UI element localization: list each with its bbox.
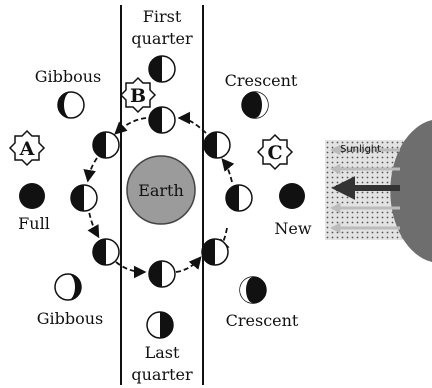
crescent-top-moon-icon [241, 91, 269, 119]
marker-c-label: C [267, 142, 282, 164]
orbit-moon [225, 184, 253, 212]
full-moon-icon [19, 183, 45, 209]
sunlight-label: Sunlight [340, 144, 381, 155]
orbit-arrows [83, 111, 235, 279]
orbit-arrow [216, 227, 230, 252]
full-label: Full [18, 214, 50, 233]
last-quarter-label: Last [145, 343, 180, 362]
first-quarter-label: First [143, 7, 182, 26]
orbit-moon [148, 260, 176, 288]
last-quarter-label: quarter [131, 365, 193, 384]
crescent-bottom-label: Crescent [226, 311, 299, 330]
marker-a: A [8, 129, 46, 167]
gibbous-bottom-label: Gibbous [37, 309, 104, 328]
crescent-bottom-moon-icon [239, 276, 267, 304]
marker-c: C [256, 133, 294, 171]
orbit-moon [148, 106, 176, 134]
first-quarter-moon-icon [148, 55, 176, 83]
orbit-arrow [175, 256, 202, 273]
new-moon-icon [279, 183, 305, 209]
orbit-arrow [177, 111, 207, 134]
sun-icon [390, 120, 432, 262]
gibbous-bottom-moon-icon [54, 273, 82, 301]
new-label: New [274, 219, 311, 238]
orbit-arrow [114, 117, 147, 135]
last-quarter-moon-icon [146, 311, 174, 339]
gibbous-top-moon-icon [57, 91, 85, 119]
crescent-top-label: Crescent [225, 71, 298, 90]
orbit-arrow [221, 158, 235, 183]
gibbous-top-label: Gibbous [35, 67, 102, 86]
orbit-moon [201, 238, 229, 266]
first-quarter-label: quarter [131, 29, 193, 48]
sun-group: Sunlight [325, 120, 432, 262]
marker-a-label: A [19, 138, 35, 160]
orbit-moon [70, 184, 98, 212]
earth-icon [126, 155, 196, 225]
orbit-moon [203, 131, 231, 159]
orbit-moon [92, 131, 120, 159]
earth-label: Earth [138, 181, 184, 200]
orbit-arrow [83, 157, 98, 183]
marker-b-label: B [130, 85, 146, 107]
orbit-arrow [115, 261, 147, 279]
orbit-moon [92, 238, 120, 266]
marker-b: B [119, 76, 157, 114]
